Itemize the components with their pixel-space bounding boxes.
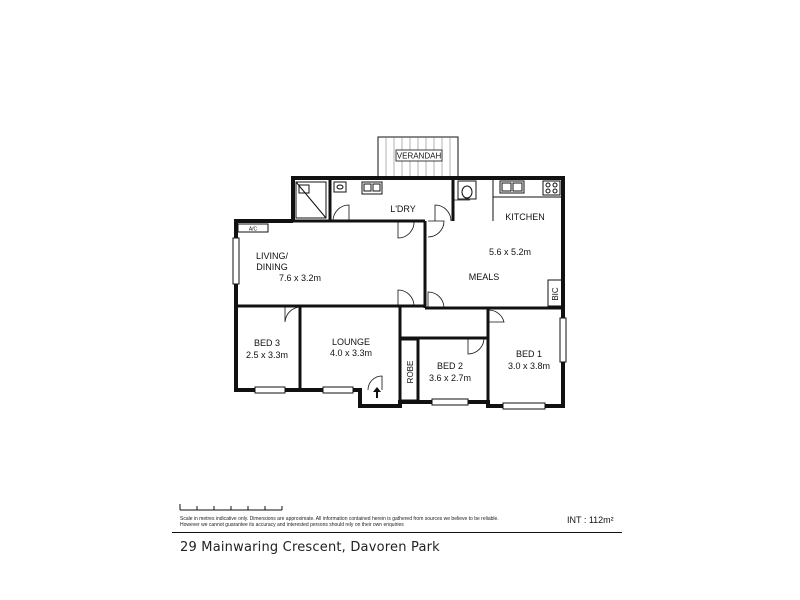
living-label-line1: LIVING/	[256, 251, 289, 261]
meals-label: MEALS	[469, 272, 500, 282]
bed3-label: BED 3	[254, 338, 280, 348]
room-labels: A/C L'DRY KITCHEN 5.6 x 5.2m MEALS BIC L…	[246, 204, 560, 383]
living-size: 7.6 x 3.2m	[279, 273, 321, 283]
fixtures	[237, 180, 563, 307]
windows	[232, 237, 567, 410]
verandah-label: VERANDAH	[397, 152, 442, 161]
verandah: VERANDAH	[377, 136, 459, 179]
disclaimer-text: Scale in metres indicative only. Dimensi…	[180, 516, 499, 528]
bic-label: BIC	[551, 287, 560, 301]
kitchen-label: KITCHEN	[505, 212, 545, 222]
living-label-line2: DINING	[256, 262, 288, 272]
property-address: 29 Mainwaring Crescent, Davoren Park	[180, 540, 440, 555]
bed2-size: 3.6 x 2.7m	[429, 373, 471, 383]
doors	[284, 199, 505, 401]
bed2-label: BED 2	[437, 361, 463, 371]
scale-bar	[179, 504, 283, 511]
lounge-label: LOUNGE	[332, 337, 370, 347]
robe-label: ROBE	[406, 361, 415, 384]
kitchen-size: 5.6 x 5.2m	[489, 247, 531, 257]
lounge-size: 4.0 x 3.3m	[330, 348, 372, 358]
bed1-label: BED 1	[516, 349, 542, 359]
laundry-label: L'DRY	[390, 204, 416, 214]
bed3-size: 2.5 x 3.3m	[246, 350, 288, 360]
entry-arrow-icon	[373, 387, 381, 398]
footer-divider	[172, 532, 622, 533]
interior-walls	[236, 178, 563, 406]
internal-area: INT : 112m²	[567, 515, 614, 525]
bed1-size: 3.0 x 3.8m	[508, 361, 550, 371]
ac-label: A/C	[249, 227, 258, 233]
